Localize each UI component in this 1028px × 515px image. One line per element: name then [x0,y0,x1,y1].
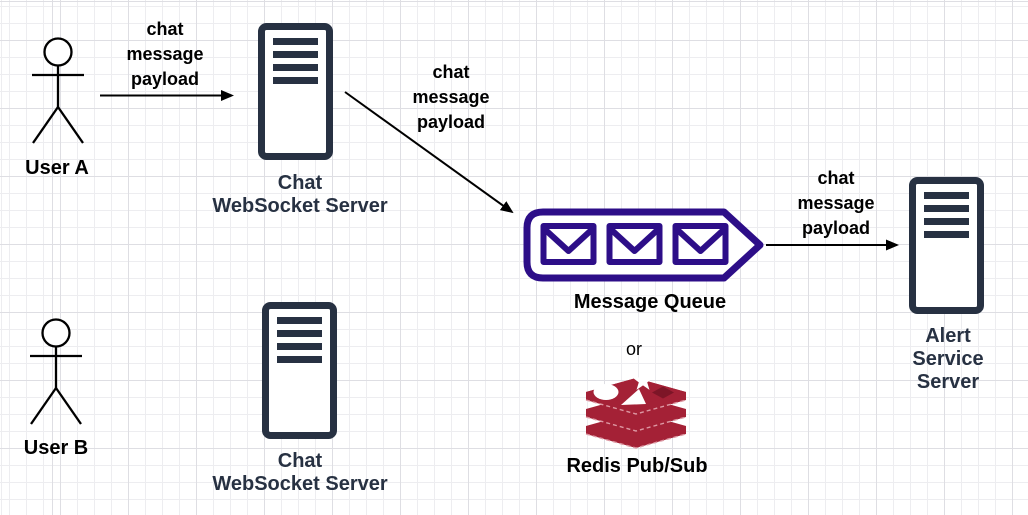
label-redis-pub-sub: Redis Pub/Sub [566,455,708,477]
envelope-icon [676,226,726,262]
server-icon-chat-websocket-1 [262,27,330,157]
label-or: or [625,339,643,359]
edge-label-chat-server-to-queue: chat message payload [412,62,490,132]
envelope-icon [544,226,594,262]
label-user-a: User A [25,157,89,179]
label-chat-websocket-server-1: Chat WebSocket Server [212,172,388,217]
server-icon-alert-service [913,181,981,311]
label-alert-service-server: Alert Service Server [912,325,984,393]
edge-label-user-a-to-chat-server: chat message payload [126,19,204,89]
redis-icon [585,370,687,449]
envelope-icon [610,226,660,262]
edge-label-queue-to-alert-service: chat message payload [797,168,875,238]
person-icon-user-b [28,318,84,426]
label-message-queue: Message Queue [573,291,727,313]
label-chat-websocket-server-2: Chat WebSocket Server [212,450,388,495]
label-user-b: User B [23,437,89,459]
message-queue-shape [523,208,764,282]
person-icon-user-a [30,37,86,145]
arrow-chat-server-to-queue [344,91,514,214]
server-icon-chat-websocket-2 [266,306,334,436]
